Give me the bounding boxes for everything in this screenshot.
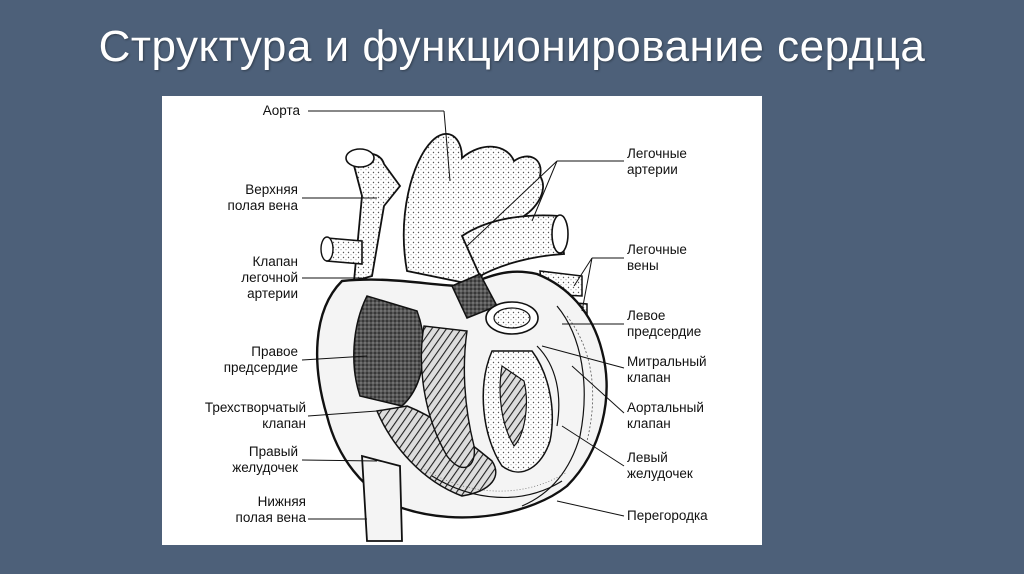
label-left-ventricle: Левый желудочек <box>627 450 693 481</box>
inferior-vena-cava-shape <box>361 454 403 542</box>
right-atrium-shape <box>353 295 425 407</box>
label-pulmonary-arteries: Легочные артерии <box>627 146 687 177</box>
label-right-atrium: Правое предсердие <box>223 344 298 375</box>
heart-diagram: Аорта Верхняя полая вена Клапан легочной… <box>162 96 762 545</box>
label-tricuspid-valve: Трехстворчатый клапан <box>204 400 306 431</box>
heart-illustration <box>301 110 625 542</box>
label-pulmonary-veins: Легочные вены <box>627 242 687 273</box>
label-mitral-valve: Митральный клапан <box>627 354 707 385</box>
label-pulmonary-valve: Клапан легочной артерии <box>241 254 298 301</box>
slide-title: Структура и функционирование сердца <box>98 22 926 71</box>
label-superior-vena-cava: Верхняя полая вена <box>227 182 298 213</box>
label-left-atrium: Левое предсердие <box>627 308 702 339</box>
label-right-ventricle: Правый желудочек <box>232 444 298 475</box>
label-inferior-vena-cava: Нижняя полая вена <box>235 494 306 525</box>
label-septum: Перегородка <box>627 508 708 523</box>
label-aorta: Аорта <box>262 103 300 118</box>
label-aortic-valve: Аортальный клапан <box>627 400 704 431</box>
